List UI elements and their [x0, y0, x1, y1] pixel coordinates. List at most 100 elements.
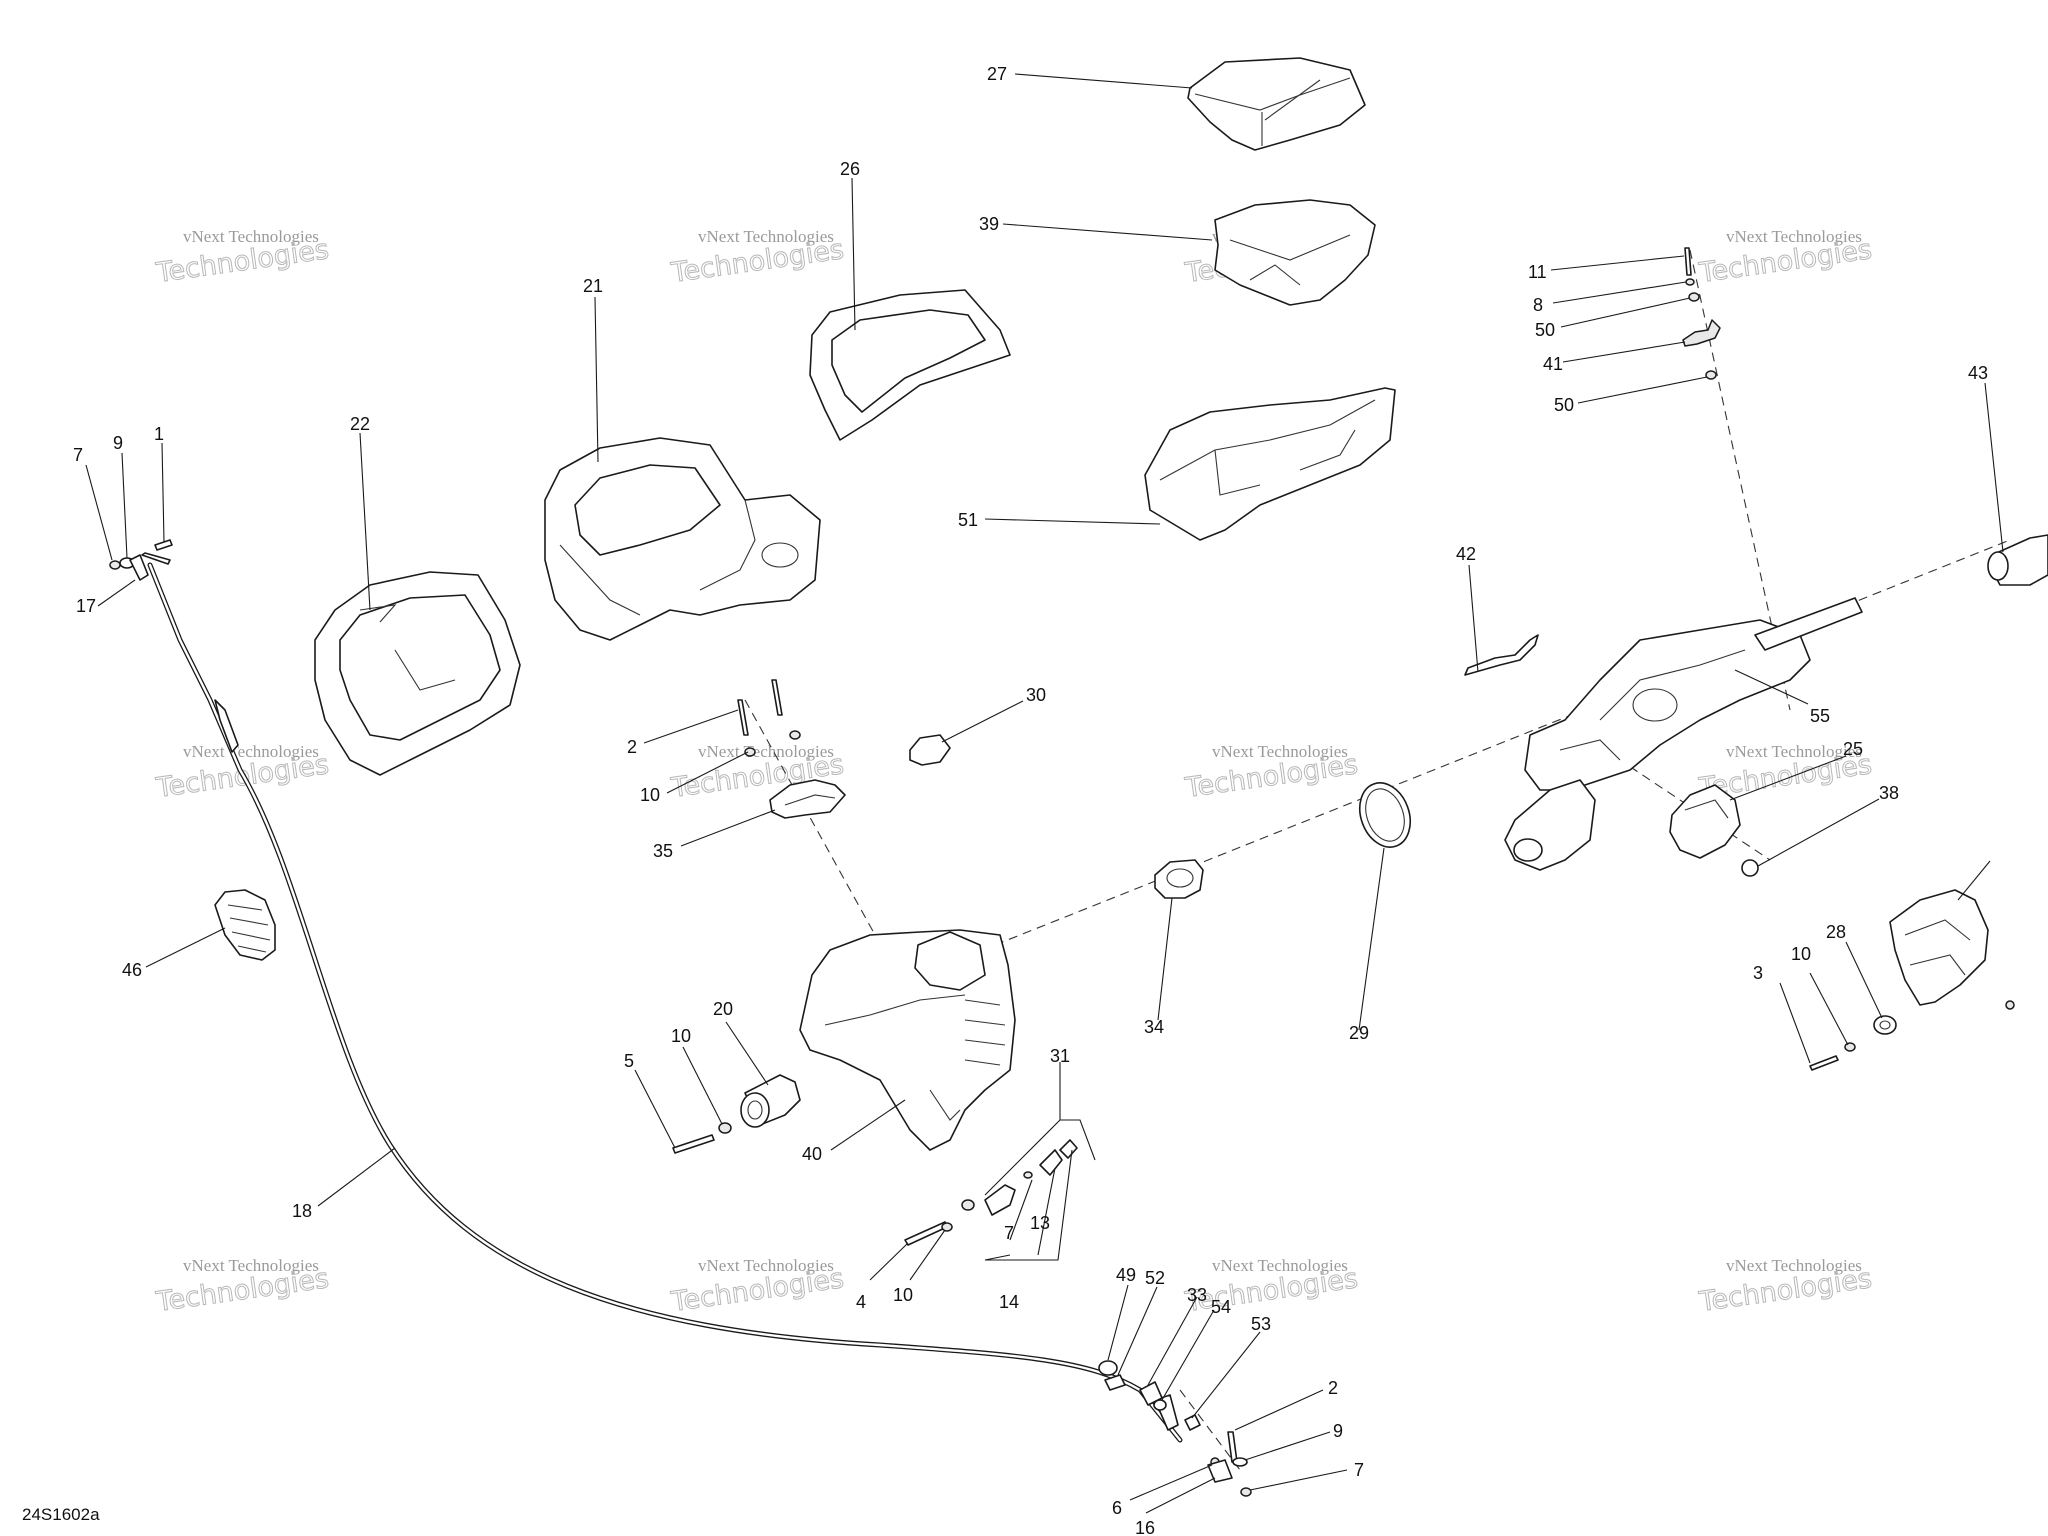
- watermark-line1: vNext Technologies: [1726, 742, 1862, 761]
- callout-55: 55: [1810, 706, 1830, 726]
- part-4-bolt: [904, 1221, 948, 1246]
- part-7-nut-upper: [109, 560, 121, 570]
- callout-54: 54: [1211, 1297, 1231, 1317]
- callout-9-upper: 9: [113, 433, 123, 453]
- part-16-cable-eye: [1207, 1459, 1233, 1483]
- part-42-lever: [1464, 634, 1539, 676]
- part-43-handle-grip: [1987, 534, 2048, 586]
- callout-25: 25: [1843, 739, 1863, 759]
- part-screw-far-right: [2005, 1000, 2015, 1010]
- callout-41: 41: [1543, 354, 1563, 374]
- callout-50-lower: 50: [1554, 395, 1574, 415]
- part-28-grommet: [1873, 1015, 1897, 1035]
- part-20-bushing: [740, 1074, 801, 1128]
- part-10-washer-right: [1844, 1042, 1856, 1052]
- callout-51: 51: [958, 510, 978, 530]
- callout-11: 11: [1528, 262, 1547, 282]
- part-5-screw: [672, 1134, 715, 1154]
- callout-38: 38: [1879, 783, 1899, 803]
- callout-10-lower: 10: [893, 1285, 913, 1305]
- part-3-screw: [1809, 1055, 1839, 1071]
- callout-21: 21: [583, 276, 603, 296]
- callout-7-mid: 7: [1004, 1223, 1014, 1243]
- part-22-glove-box: [314, 571, 521, 776]
- part-53-spacer: [1184, 1414, 1201, 1431]
- part-1-bolt: [154, 539, 173, 551]
- part-10-washer-upper: [744, 730, 801, 757]
- part-54-bushing: [1153, 1399, 1167, 1411]
- callout-30: 30: [1026, 685, 1046, 705]
- callout-2-upper: 2: [627, 737, 637, 757]
- callout-5: 5: [624, 1051, 634, 1071]
- part-2-screw-upper: [737, 699, 749, 736]
- callout-10-upper: 10: [640, 785, 660, 805]
- part-50-nut-upper: [1688, 292, 1700, 302]
- callout-50-upper: 50: [1535, 320, 1555, 340]
- callout-33: 33: [1187, 1285, 1207, 1305]
- part-29-ring: [1358, 782, 1412, 848]
- part-30-clip: [909, 734, 951, 766]
- part-21-front-shroud: [544, 437, 821, 641]
- watermark-line1: vNext Technologies: [183, 742, 319, 761]
- part-8-washer: [1685, 278, 1695, 286]
- part-41-latch: [1682, 319, 1721, 347]
- part-11-pin: [1684, 247, 1692, 276]
- callout-18: 18: [292, 1201, 312, 1221]
- part-49-clip: [1098, 1360, 1118, 1376]
- callout-20: 20: [713, 999, 733, 1019]
- callout-14: 14: [999, 1292, 1019, 1312]
- callout-53: 53: [1251, 1314, 1271, 1334]
- part-52-nut: [1104, 1374, 1126, 1391]
- callout-46: 46: [122, 960, 142, 980]
- watermark-line1: vNext Technologies: [183, 1256, 319, 1275]
- part-38-knob: [1741, 859, 1759, 877]
- callout-3: 3: [1753, 963, 1763, 983]
- part-17-cable-end: [129, 554, 149, 581]
- callout-7-lower: 7: [1354, 1460, 1364, 1480]
- callout-7-upper: 7: [73, 445, 83, 465]
- part-25-switch-housing: [1669, 784, 1741, 859]
- watermark-line1: vNext Technologies: [1212, 742, 1348, 761]
- watermark-line1: vNext Technologies: [1212, 1256, 1348, 1275]
- part-33-adjuster: [1139, 1381, 1163, 1406]
- watermark-line1: vNext Technologies: [698, 742, 834, 761]
- part-18-cable: [141, 552, 1183, 1443]
- callout-10-left: 10: [671, 1026, 691, 1046]
- callout-8: 8: [1533, 295, 1543, 315]
- part-10-washer-lower-left: [718, 1122, 732, 1134]
- part-39-under-cover: [1214, 199, 1376, 306]
- part-10-washer-linkage: [941, 1222, 953, 1232]
- part-35-clamp: [769, 779, 846, 819]
- part-7-nut-lower: [1240, 1487, 1252, 1497]
- part-26-bezel-frame: [809, 289, 1011, 441]
- part-55-steering-column: [1504, 597, 1863, 871]
- part-9-washer-lower: [1232, 1457, 1248, 1467]
- part-40-steering-support: [799, 929, 1016, 1151]
- column-axis-line: [744, 699, 901, 981]
- callout-42: 42: [1456, 544, 1476, 564]
- part-34-collar: [1154, 859, 1204, 899]
- callout-16: 16: [1135, 1518, 1155, 1536]
- callout-6: 6: [1112, 1498, 1122, 1518]
- part-27-top-cover: [1187, 57, 1366, 151]
- callout-labels: 27 39 26 21 22 11 8 50 41 50 43 51 42 7 …: [73, 64, 1988, 1536]
- watermark-line1: vNext Technologies: [1726, 1256, 1862, 1275]
- part-bracket-right: [1889, 889, 1989, 1006]
- watermark-line1: vNext Technologies: [698, 1256, 834, 1275]
- callout-26: 26: [840, 159, 860, 179]
- callout-9-lower: 9: [1333, 1421, 1343, 1441]
- callout-1: 1: [154, 424, 164, 444]
- callout-40: 40: [802, 1144, 822, 1164]
- part-46-boot: [214, 889, 276, 961]
- callout-35: 35: [653, 841, 673, 861]
- leader-lines: [85, 73, 2004, 1514]
